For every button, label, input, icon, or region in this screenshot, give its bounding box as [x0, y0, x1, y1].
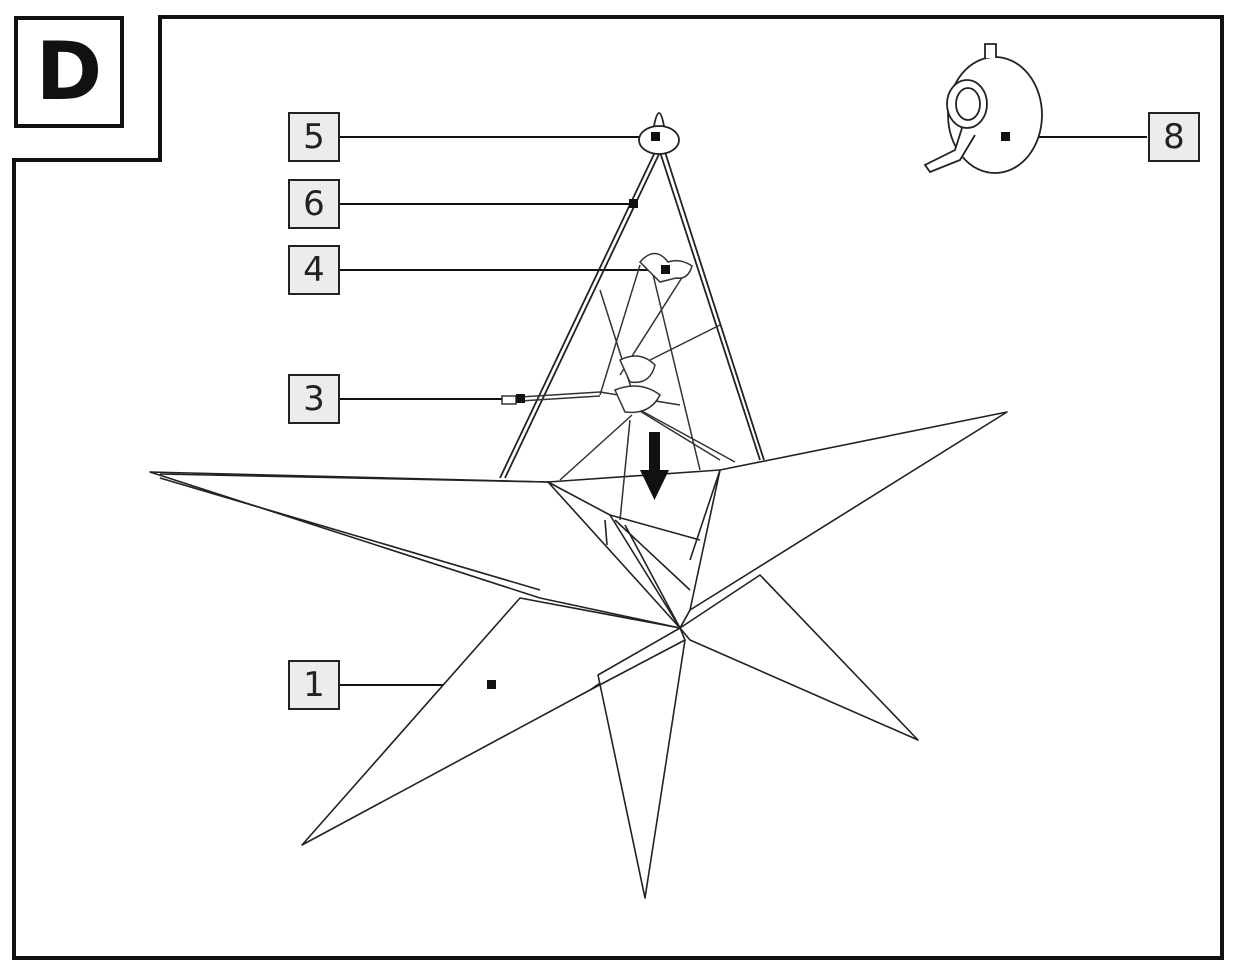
panel-letter-tab: D [14, 16, 124, 128]
frame-border [12, 15, 1224, 960]
callout-5-dot [651, 132, 660, 141]
callout-4: 4 [288, 245, 340, 295]
callout-3: 3 [288, 374, 340, 424]
star-lamp [149, 411, 1008, 899]
callout-1-dot [487, 680, 496, 689]
suction-cup-hook-icon [923, 43, 1043, 174]
callout-8-dot [1001, 132, 1010, 141]
callout-6-dot [629, 199, 638, 208]
callout-6: 6 [288, 179, 340, 229]
callout-1: 1 [288, 660, 340, 710]
callout-4-dot [661, 265, 670, 274]
inner-frame [501, 252, 736, 521]
callout-3-dot [516, 394, 525, 403]
callout-8: 8 [1148, 112, 1200, 162]
down-arrow-icon [640, 432, 669, 500]
callout-5: 5 [288, 112, 340, 162]
